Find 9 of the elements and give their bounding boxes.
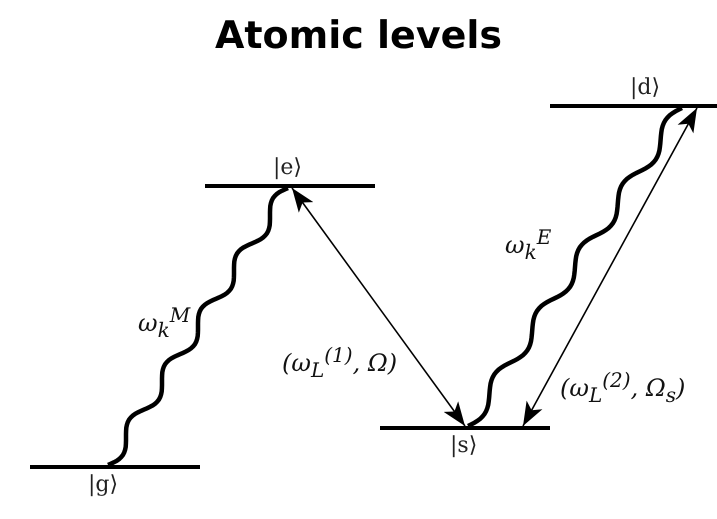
state-label: |e⟩ [273,156,302,180]
arrow [291,188,466,426]
wavy-line [107,186,289,468]
arrow [522,108,698,426]
state-label: |d⟩ [630,76,660,100]
wavy-line [467,106,683,428]
state-label: |s⟩ [450,434,478,458]
diagram-title: Atomic levels [214,12,504,58]
state-label: |g⟩ [88,473,118,497]
